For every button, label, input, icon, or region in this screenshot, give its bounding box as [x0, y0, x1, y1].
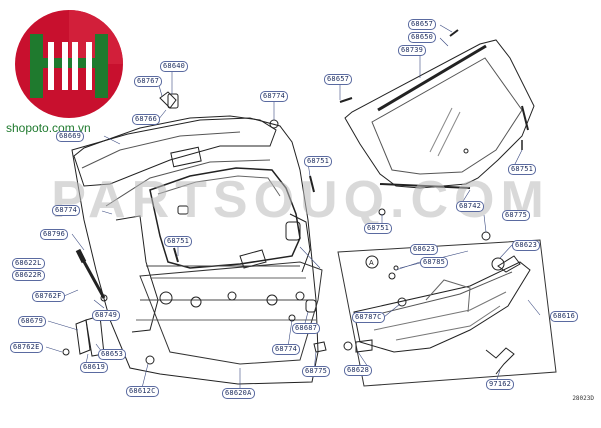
part-callout[interactable]: 68751 [508, 164, 537, 175]
glass-molding-right [521, 105, 529, 131]
diagram-code: 28023D [572, 395, 594, 402]
part-callout[interactable]: 68687 [292, 323, 321, 334]
rear-glass-inner [371, 57, 523, 175]
part-callout[interactable]: 68742 [456, 201, 485, 212]
part-callout[interactable]: 68751 [164, 236, 193, 247]
svg-text:A: A [369, 260, 374, 267]
part-callout[interactable]: 68619 [80, 362, 109, 373]
part-callout[interactable]: 68751 [364, 223, 393, 234]
part-callout[interactable]: 68766 [132, 114, 161, 125]
part-callout[interactable]: 68622L [12, 258, 45, 269]
spoiler-box [337, 239, 557, 387]
part-callout[interactable]: 68640 [160, 61, 189, 72]
part-callout[interactable]: 68669 [56, 131, 85, 142]
part-callout[interactable]: 68767 [134, 76, 163, 87]
part-callout[interactable]: 68657 [408, 19, 437, 30]
part-callout[interactable]: 68679 [18, 316, 47, 327]
glass-molding-bottom [379, 183, 471, 189]
part-callout[interactable]: 68785 [420, 257, 449, 268]
part-callout[interactable]: 68622R [12, 270, 45, 281]
glass-molding-top [377, 44, 487, 112]
part-callout[interactable]: 68612C [126, 386, 159, 397]
part-callout[interactable]: 68739 [398, 45, 427, 56]
part-callout[interactable]: 68751 [304, 156, 333, 167]
tailgate-spoiler [73, 115, 277, 187]
part-callout[interactable]: 68774 [272, 344, 301, 355]
part-callout[interactable]: 68762E [10, 342, 43, 353]
rear-spoiler [353, 261, 531, 353]
part-callout[interactable]: 68749 [92, 310, 121, 321]
part-callout[interactable]: 97162 [486, 379, 515, 390]
part-callout[interactable]: 68620A [222, 388, 255, 399]
brand-logo [15, 10, 123, 118]
part-callout[interactable]: 68653 [98, 349, 127, 360]
part-callout[interactable]: 68623 [512, 240, 541, 251]
window-opening [149, 167, 301, 269]
part-callout[interactable]: 68774 [260, 91, 289, 102]
part-callout[interactable]: 68762F [32, 291, 65, 302]
rear-glass [344, 39, 535, 189]
part-callout[interactable]: 68628 [344, 365, 373, 376]
part-callout[interactable]: 68650 [408, 32, 437, 43]
part-callout[interactable]: 68775 [502, 210, 531, 221]
part-callout[interactable]: 68796 [40, 229, 69, 240]
part-callout[interactable]: 68787C [352, 312, 385, 323]
part-callout[interactable]: 68774 [52, 205, 81, 216]
part-callout[interactable]: 68616 [550, 311, 579, 322]
part-callout[interactable]: 68657 [324, 74, 353, 85]
gas-strut [80, 257, 106, 299]
part-callout[interactable]: 68623 [410, 244, 439, 255]
part-callout[interactable]: 68775 [302, 366, 331, 377]
